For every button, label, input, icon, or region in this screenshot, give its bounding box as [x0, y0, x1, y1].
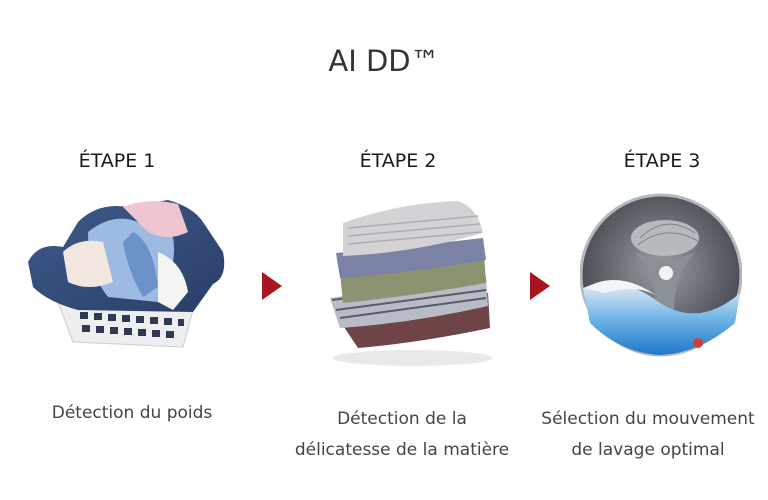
step-1-description-line-1: Détection du poids [51, 403, 213, 423]
step-3-label: ÉTAPE 3 [623, 150, 701, 172]
folded-clothes-stack-image [318, 198, 498, 370]
step-3-description-line-2: de lavage optimal [571, 440, 725, 460]
step-2-label: ÉTAPE 2 [359, 150, 437, 172]
arrow-right-icon [262, 272, 282, 300]
washing-drum-image [579, 193, 743, 368]
step-3-description: Sélection du mouvement de lavage optimal [518, 404, 768, 466]
arrow-right-icon [530, 272, 550, 300]
step-2-description-line-1: Détection de la [337, 409, 467, 429]
step-3-description-line-1: Sélection du mouvement [541, 409, 755, 429]
page-title: AI DD™ [328, 44, 440, 78]
laundry-basket-image [18, 192, 228, 352]
step-1-label: ÉTAPE 1 [78, 150, 156, 172]
step-1-description: Détection du poids [2, 398, 262, 429]
step-2-description-line-2: délicatesse de la matière [294, 440, 510, 460]
step-2-description: Détection de la délicatesse de la matièr… [272, 404, 532, 466]
